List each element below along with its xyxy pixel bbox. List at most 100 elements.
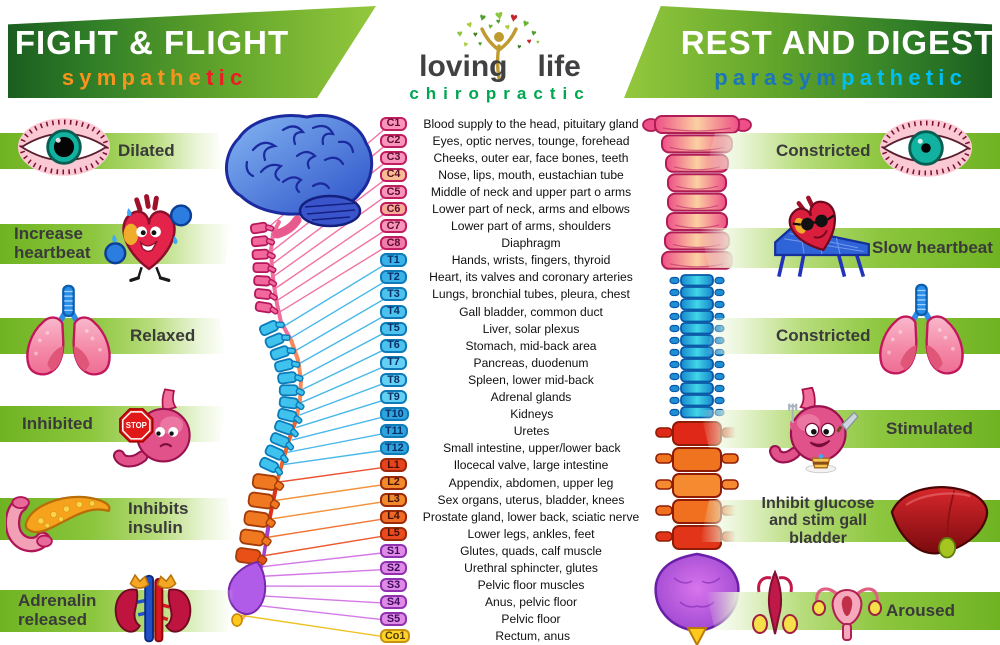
spine-level-badge: Co1 bbox=[380, 629, 411, 644]
spine-level-badge: S5 bbox=[380, 612, 407, 627]
spine-level-text: Uretes bbox=[513, 424, 550, 439]
thoracic-vertebra-front bbox=[680, 274, 714, 287]
effect-label: Increase heartbeat bbox=[14, 224, 91, 262]
spine-level-text: Lower part of arms, shoulders bbox=[451, 219, 611, 234]
vertebrae-side bbox=[227, 221, 306, 627]
vertebra bbox=[254, 301, 279, 315]
thoracic-vertebra-front bbox=[680, 322, 714, 335]
nerve-lines bbox=[238, 124, 390, 639]
nerve-line bbox=[274, 192, 390, 277]
spine-level-badge: C2 bbox=[380, 133, 407, 148]
subtitle-letter: t bbox=[877, 64, 885, 90]
spine-level-badge: C5 bbox=[380, 184, 407, 199]
reproductive-organs-icon bbox=[748, 568, 884, 644]
vertebra bbox=[235, 547, 268, 565]
spine-level-row: S2 Urethral sphincter, glutes bbox=[380, 559, 650, 576]
thoracic-vertebra-front bbox=[680, 382, 714, 395]
spine-level-badge: T4 bbox=[380, 304, 407, 319]
effect-label: Inhibits insulin bbox=[128, 499, 189, 537]
coccyx-front bbox=[686, 627, 708, 645]
subtitle-letter: i bbox=[938, 64, 945, 90]
spine-level-badge: T11 bbox=[380, 424, 409, 439]
logo-tagline: chiropractic bbox=[409, 84, 591, 103]
dilated-eye-icon bbox=[16, 112, 112, 182]
vertebra bbox=[239, 528, 272, 547]
spine-level-badge: S1 bbox=[380, 543, 407, 558]
spine-level-badge: C6 bbox=[380, 202, 407, 217]
logo-tree-icon: ♥♥♥♥♥♥♥♥♥♥♥♥♥♥♥♥ bbox=[378, 4, 622, 108]
svg-text:STOP: STOP bbox=[126, 421, 147, 430]
nerve-line bbox=[262, 534, 390, 557]
spine-level-text: Spleen, lower mid-back bbox=[468, 372, 594, 387]
subtitle-letter: h bbox=[889, 64, 904, 90]
vertebra bbox=[278, 396, 305, 411]
spine-level-badge: T5 bbox=[380, 321, 407, 336]
nerve-line bbox=[276, 226, 390, 301]
spine-level-badge: C8 bbox=[380, 236, 407, 251]
subtitle-letter: e bbox=[188, 64, 201, 90]
boxing-heart-icon bbox=[103, 190, 195, 282]
nerve-line bbox=[280, 260, 390, 329]
spine-level-text: Sex organs, uterus, bladder, knees bbox=[437, 492, 625, 507]
subtitle-letter: a bbox=[859, 64, 872, 90]
spine-level-text: Appendix, abdomen, upper leg bbox=[448, 475, 614, 490]
spine-level-row: C8 Diaphragm bbox=[380, 235, 650, 252]
spine-level-text: Diaphragm bbox=[501, 236, 561, 251]
nerve-line bbox=[244, 603, 390, 622]
nerve-line bbox=[246, 594, 390, 605]
subtitle-letter: m bbox=[96, 64, 117, 90]
spine-level-text: Heart, its valves and coronary arteries bbox=[429, 270, 633, 285]
logo-word-life: life bbox=[537, 50, 581, 83]
nerve-line bbox=[286, 277, 390, 342]
spine-level-badge: C3 bbox=[380, 150, 407, 165]
subtitle-letter: s bbox=[781, 64, 794, 90]
spine-level-text: Pelvic floor muscles bbox=[477, 578, 585, 593]
spine-level-badge: T9 bbox=[380, 390, 407, 405]
nerve-line bbox=[295, 397, 390, 429]
spine-level-badge: L3 bbox=[380, 492, 407, 507]
spine-level-badge: T6 bbox=[380, 338, 407, 353]
subtitle-letter: c bbox=[229, 64, 243, 90]
vertebra bbox=[249, 221, 275, 235]
vertebra bbox=[274, 419, 299, 438]
vertebra bbox=[277, 407, 303, 424]
nerve-line bbox=[278, 243, 390, 314]
subtitle-letter: t bbox=[206, 64, 214, 90]
clinic-logo: ♥♥♥♥♥♥♥♥♥♥♥♥♥♥♥♥ loving life chiropracti… bbox=[378, 4, 622, 108]
subtitle-letter: h bbox=[170, 64, 184, 90]
nerve-line bbox=[300, 346, 390, 391]
subtitle-letter: y bbox=[79, 64, 92, 90]
nerve-line bbox=[250, 551, 390, 569]
spine-level-badge: S2 bbox=[380, 560, 407, 575]
spine-level-text: Stomach, mid-back area bbox=[465, 338, 597, 353]
spine-level-badge: T7 bbox=[380, 355, 407, 370]
logo-wordmark: loving life bbox=[378, 50, 622, 84]
spine-level-badge: C1 bbox=[380, 116, 407, 131]
vertebra bbox=[251, 248, 276, 261]
pancreas-icon bbox=[6, 484, 116, 556]
spine-level-badge: T3 bbox=[380, 287, 407, 302]
nerve-line bbox=[298, 329, 390, 379]
nerve-line bbox=[291, 294, 390, 354]
spine-level-badge: L5 bbox=[380, 526, 407, 541]
nerve-line bbox=[274, 483, 390, 502]
spine-level-badge: T12 bbox=[380, 441, 409, 456]
spine-level-badge: T1 bbox=[380, 253, 407, 268]
spine-level-text: Urethral sphincter, glutes bbox=[464, 560, 598, 575]
vertebra bbox=[274, 358, 301, 373]
cervical-vertebra-front bbox=[666, 212, 728, 231]
